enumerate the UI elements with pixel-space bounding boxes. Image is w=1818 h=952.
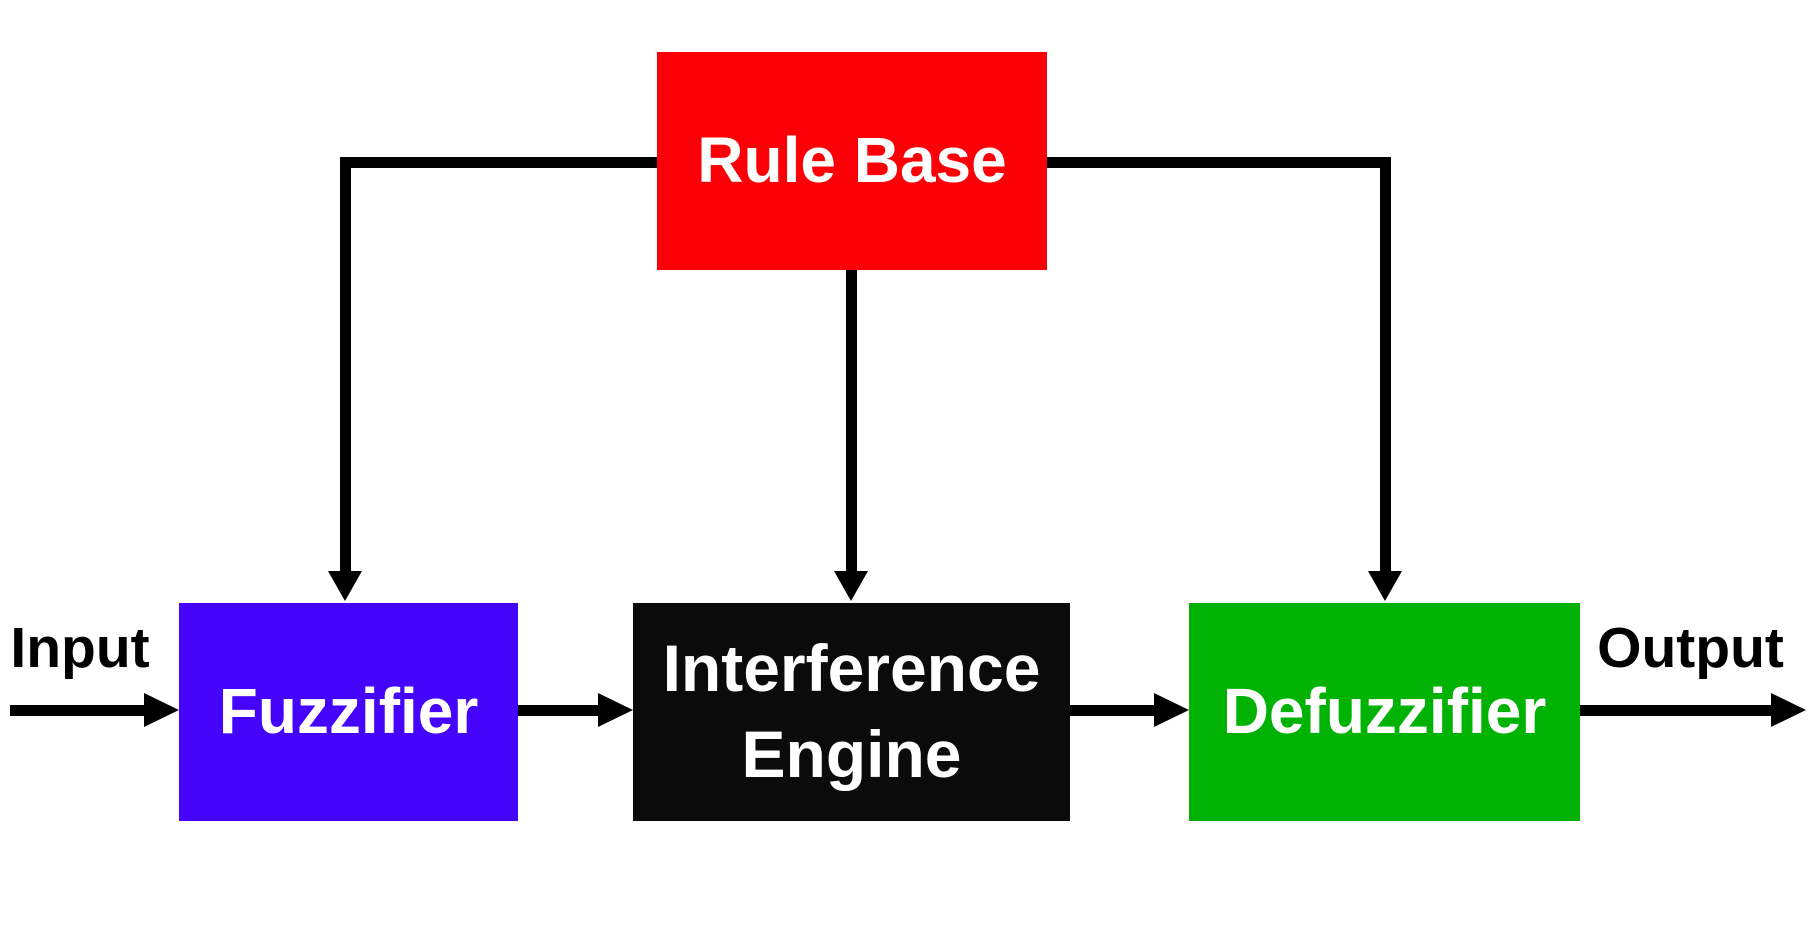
connector-rule-base-to-engine [846, 270, 857, 573]
interference-engine-label: Interference Engine [662, 631, 1041, 791]
defuzzifier-node: Defuzzifier [1189, 603, 1580, 821]
connector-rule-base-to-defuzzifier [1380, 157, 1391, 573]
connector-rule-base-right-horizontal [1047, 157, 1390, 168]
connector-rule-base-left-horizontal [340, 157, 657, 168]
output-label: Output [1597, 616, 1784, 680]
arrowhead-down-defuzzifier-icon [1368, 571, 1402, 601]
engine-to-defuzzifier-arrow-line [1070, 705, 1154, 716]
interference-engine-node: Interference Engine [633, 603, 1070, 821]
arrowhead-down-engine-icon [834, 571, 868, 601]
arrowhead-down-fuzzifier-icon [328, 571, 362, 601]
rule-base-node: Rule Base [657, 52, 1047, 270]
rule-base-label: Rule Base [697, 124, 1007, 197]
fuzzifier-node: Fuzzifier [179, 603, 518, 821]
output-arrow-line [1580, 705, 1771, 716]
input-label: Input [10, 616, 150, 680]
arrowhead-right-defuzzifier-icon [1154, 693, 1189, 727]
input-arrow-line [10, 705, 144, 716]
fuzzifier-to-engine-arrow-line [518, 705, 598, 716]
fuzzifier-label: Fuzzifier [218, 675, 479, 748]
connector-rule-base-to-fuzzifier [340, 157, 351, 573]
arrowhead-right-input-icon [144, 693, 179, 727]
arrowhead-right-output-icon [1771, 693, 1806, 727]
defuzzifier-label: Defuzzifier [1222, 675, 1547, 748]
arrowhead-right-engine-icon [598, 693, 633, 727]
